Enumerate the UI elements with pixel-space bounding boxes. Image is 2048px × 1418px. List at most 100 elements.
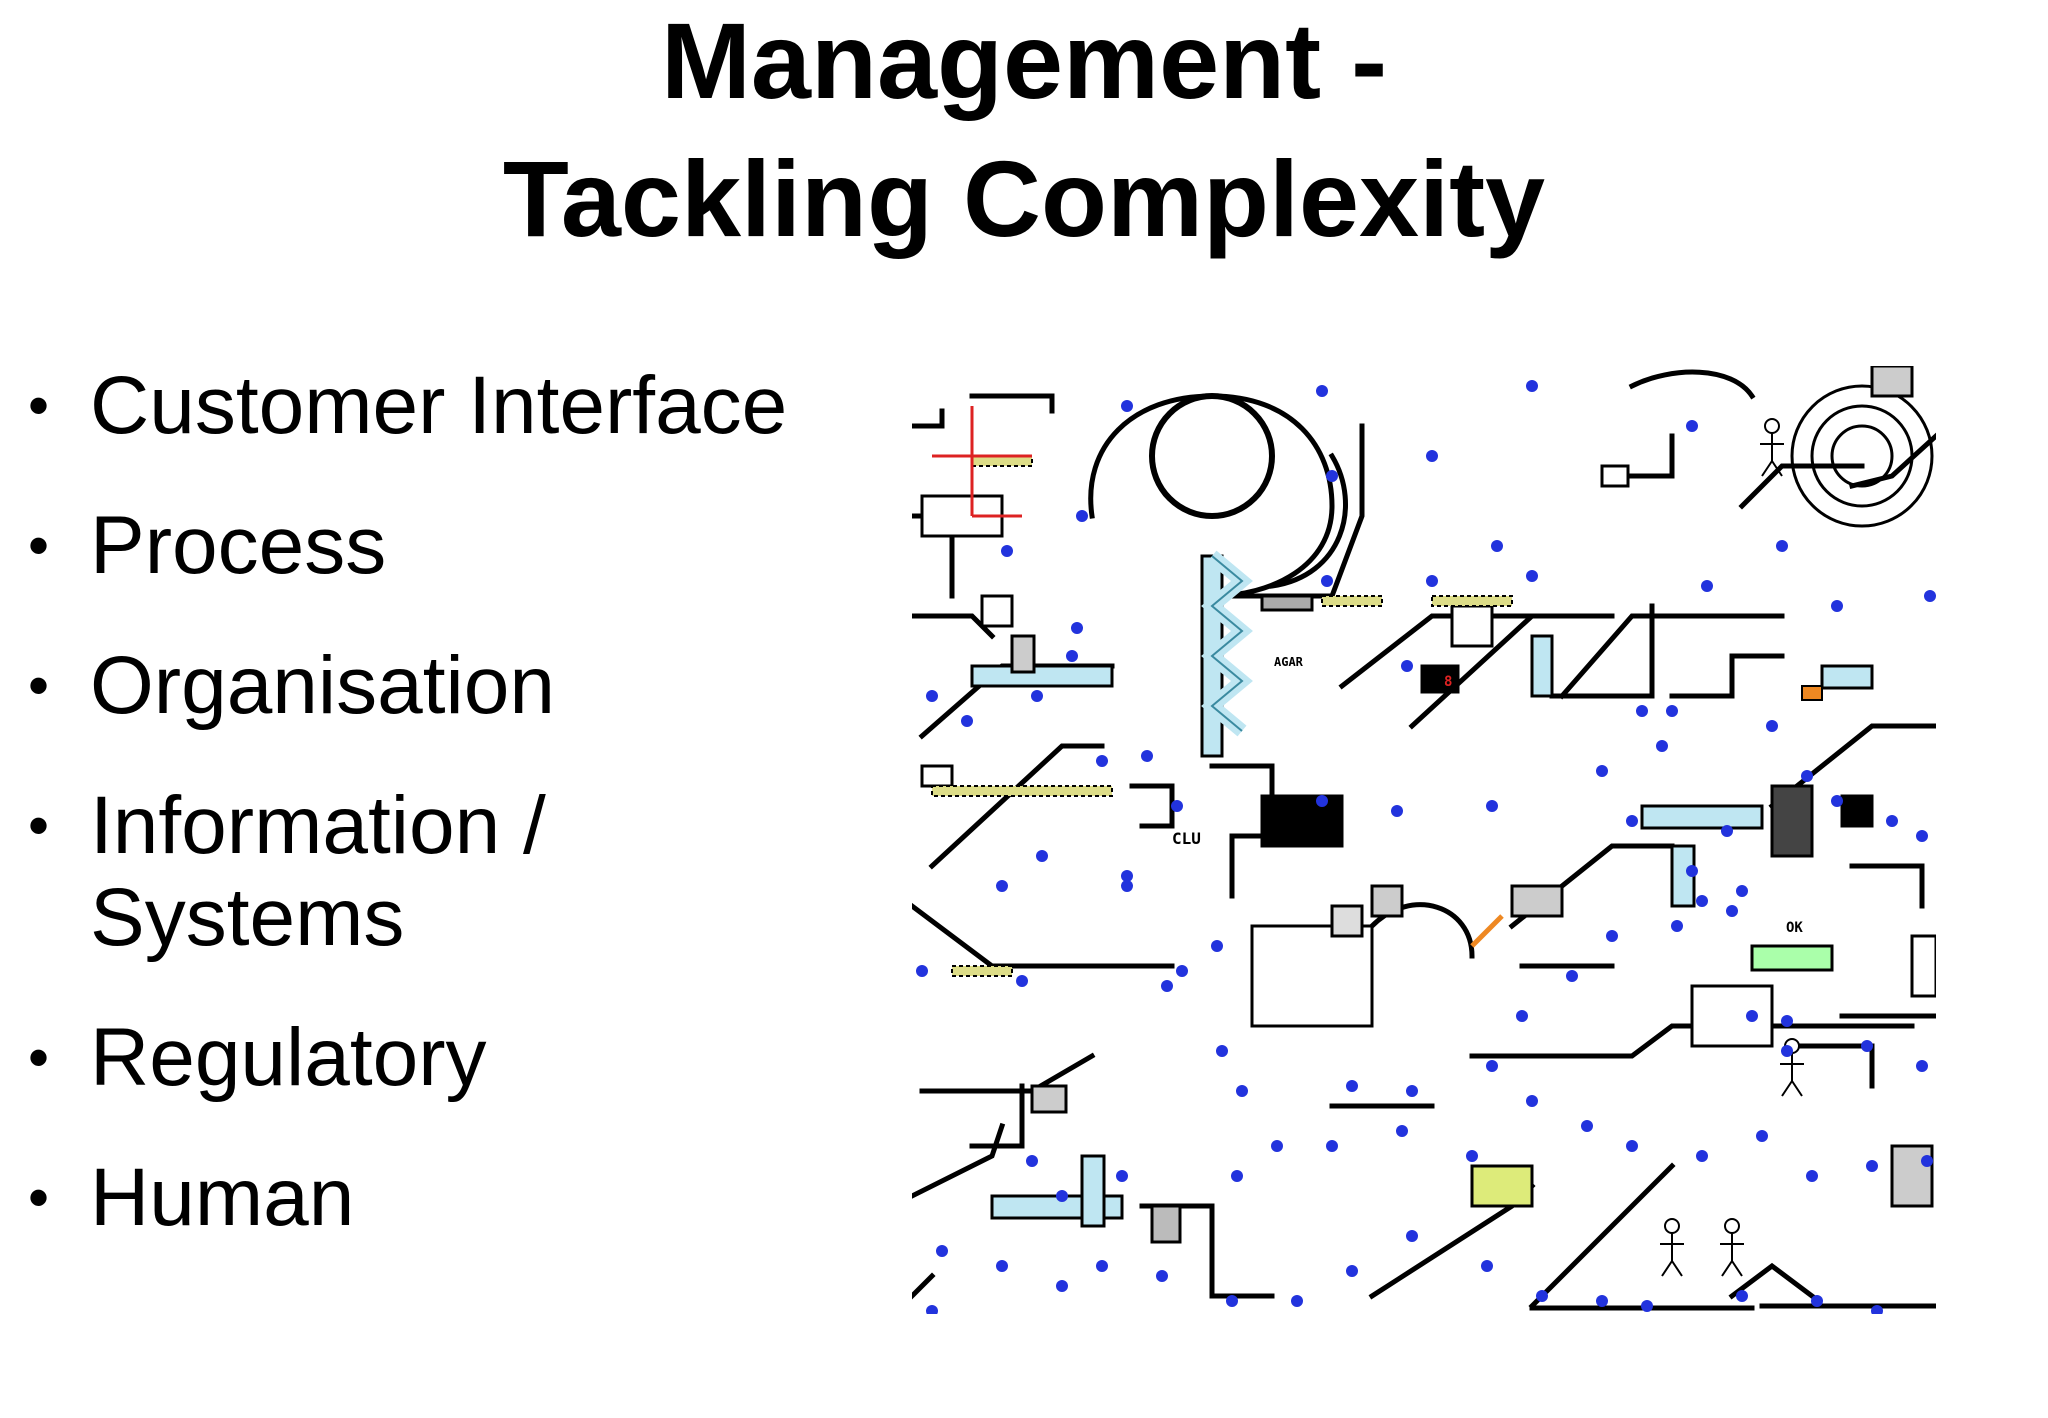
blue-node: [1626, 815, 1638, 827]
machine-box: [1450, 604, 1494, 648]
bullet-list: • Customer Interface • Process • Organis…: [18, 360, 858, 1292]
blue-node: [1031, 690, 1043, 702]
track-line: [1528, 1162, 1676, 1310]
track-line: [1609, 433, 1675, 479]
stick-figure-head: [1764, 418, 1780, 434]
blue-node: [1861, 1040, 1873, 1052]
blue-node: [1726, 905, 1738, 917]
blue-node: [1391, 805, 1403, 817]
loop-ring: [1149, 393, 1275, 519]
blue-node: [1916, 830, 1928, 842]
machine-box: [1260, 594, 1314, 612]
blue-node: [1666, 705, 1678, 717]
machine-labels: CLU AGAR 8 OK: [1172, 655, 1803, 936]
blue-node: [1121, 880, 1133, 892]
blue-node: [1121, 400, 1133, 412]
spiral-ring: [1830, 424, 1894, 488]
blue-node: [1071, 622, 1083, 634]
blue-node: [1001, 545, 1013, 557]
blue-node: [1056, 1280, 1068, 1292]
pipe-segment: [1820, 664, 1874, 690]
blue-node: [1346, 1080, 1358, 1092]
track-line: [1669, 653, 1785, 699]
blue-node: [1236, 1085, 1248, 1097]
blue-node: [1736, 885, 1748, 897]
track-line: [912, 1272, 936, 1300]
blue-node: [916, 965, 928, 977]
blue-node: [1056, 1190, 1068, 1202]
spiral-ring: [1810, 404, 1914, 508]
machine-pipes: [970, 550, 1874, 1228]
bullet-item: • Customer Interface: [18, 360, 858, 452]
machine-box: [1250, 924, 1374, 1028]
blue-node: [1871, 1305, 1883, 1314]
blue-node: [1516, 1010, 1528, 1022]
blue-node: [1396, 1125, 1408, 1137]
blue-node: [1831, 600, 1843, 612]
blue-node: [1291, 1295, 1303, 1307]
stick-figure-head: [1724, 1218, 1740, 1234]
zigzag-chute-outline: [1210, 555, 1244, 732]
track-line: [1789, 1043, 1875, 1089]
blue-node: [1096, 1260, 1108, 1272]
blue-node: [1686, 865, 1698, 877]
blue-node: [1781, 1015, 1793, 1027]
blue-node: [1226, 1295, 1238, 1307]
blue-node: [1656, 740, 1668, 752]
machine-box: [1370, 884, 1404, 918]
pipe-segment: [970, 664, 1114, 688]
blue-node: [926, 1305, 938, 1314]
machine-box: [1890, 1144, 1934, 1208]
blue-node: [961, 715, 973, 727]
stick-figure-body: [1660, 1233, 1684, 1277]
machine-box: [1010, 634, 1036, 674]
blue-node: [1536, 1290, 1548, 1302]
bullet-marker: •: [28, 372, 50, 439]
blue-node: [1581, 1120, 1593, 1132]
blue-node: [1486, 800, 1498, 812]
bullet-label: Information /: [90, 780, 546, 871]
complexity-illustration: CLU AGAR 8 OK: [912, 366, 1936, 1314]
blue-node: [1811, 1295, 1823, 1307]
orange-block: [1801, 685, 1823, 701]
blue-node: [1486, 1060, 1498, 1072]
blue-node: [1316, 795, 1328, 807]
machine-box: [1910, 934, 1936, 998]
blue-node: [1231, 1170, 1243, 1182]
blue-node: [1886, 815, 1898, 827]
track-line: [1269, 452, 1348, 589]
track-line: [1558, 613, 1785, 700]
bullet-label-line-2: Systems: [90, 872, 405, 963]
blue-node: [1831, 795, 1843, 807]
track-line: [1738, 463, 1865, 510]
machine-box: [1690, 984, 1774, 1048]
machine-box: [1030, 1084, 1068, 1114]
blue-node: [1156, 1270, 1168, 1282]
blue-node: [1346, 1265, 1358, 1277]
stick-figure-head: [1664, 1218, 1680, 1234]
red-wiring: [932, 406, 1032, 518]
machine-box: [920, 764, 954, 788]
stick-figure-body: [1760, 433, 1784, 477]
machine-box: [1150, 1204, 1182, 1244]
blue-node: [1016, 975, 1028, 987]
blue-node: [1866, 1160, 1878, 1172]
bullet-item: • Information / Systems: [18, 780, 858, 964]
figure-sign-agar: AGAR: [1274, 655, 1304, 669]
bullet-marker: •: [28, 792, 50, 859]
title-line-2: Tackling Complexity: [502, 138, 1546, 259]
blue-node: [1401, 660, 1413, 672]
orange-rod: [1470, 914, 1504, 948]
machine-box: [1330, 904, 1364, 938]
blue-node: [936, 1245, 948, 1257]
figure-ok-label: OK: [1786, 920, 1803, 936]
bullet-item: • Organisation: [18, 640, 858, 732]
pipe-segment: [1640, 804, 1764, 830]
blue-node: [1066, 650, 1078, 662]
track-line: [1849, 863, 1925, 909]
blue-node: [1426, 575, 1438, 587]
bullet-item: • Regulatory: [18, 1012, 858, 1104]
machine-box: [1770, 784, 1814, 858]
track-line: [1628, 369, 1756, 400]
blue-node: [1121, 870, 1133, 882]
